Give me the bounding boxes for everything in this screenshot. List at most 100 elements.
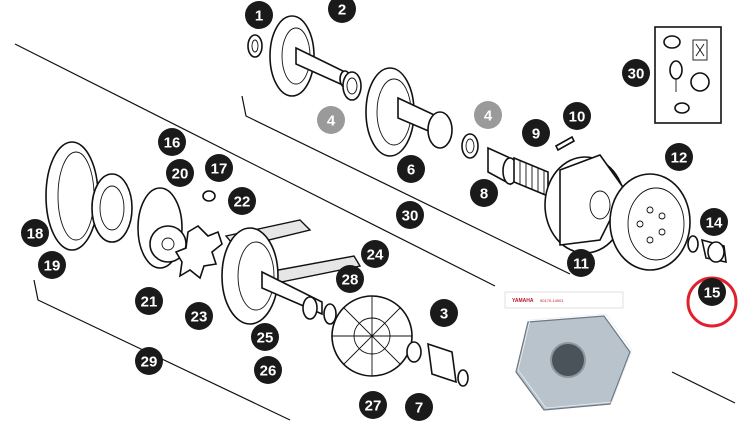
callout-3: 3 bbox=[430, 299, 458, 327]
callout-badge bbox=[474, 101, 502, 129]
front-pulley-assembly bbox=[247, 15, 727, 271]
callout-badge bbox=[38, 251, 66, 279]
callout-label: 23 bbox=[191, 309, 208, 326]
callout-badge bbox=[405, 393, 433, 421]
callout-23: 23 bbox=[185, 302, 213, 330]
callout-badge bbox=[251, 323, 279, 351]
callout-badge bbox=[205, 154, 233, 182]
callout-badge bbox=[245, 1, 273, 29]
callout-1: 1 bbox=[245, 1, 273, 29]
callout-label: 24 bbox=[367, 247, 384, 264]
callout-label: 12 bbox=[671, 150, 688, 167]
callout-badge bbox=[430, 299, 458, 327]
callout-label: 30 bbox=[402, 208, 419, 225]
callout-label: 28 bbox=[342, 272, 359, 289]
callout-label: 21 bbox=[141, 294, 158, 311]
callout-label: 16 bbox=[164, 135, 181, 152]
callout-label: 10 bbox=[569, 109, 586, 126]
callout-badge bbox=[397, 155, 425, 183]
callout-label: 29 bbox=[141, 354, 158, 371]
callout-badge bbox=[228, 187, 256, 215]
callout-19: 19 bbox=[38, 251, 66, 279]
callout-label: 6 bbox=[407, 162, 415, 179]
callout-30a: 30 bbox=[622, 59, 650, 87]
callout-label: 22 bbox=[234, 194, 251, 211]
callout-label: 11 bbox=[573, 256, 589, 273]
callout-8: 8 bbox=[470, 179, 498, 207]
callout-badge bbox=[622, 59, 650, 87]
callout-badge bbox=[185, 302, 213, 330]
callout-label: 19 bbox=[44, 258, 61, 275]
callout-label: 25 bbox=[257, 330, 274, 347]
callout-27: 27 bbox=[359, 391, 387, 419]
callout-15: 15 bbox=[698, 278, 726, 306]
callout-badge bbox=[317, 106, 345, 134]
callout-4a: 4 bbox=[317, 106, 345, 134]
callout-badge bbox=[135, 347, 163, 375]
photo-part-number: 90170-14001 bbox=[540, 298, 564, 303]
callout-7: 7 bbox=[405, 393, 433, 421]
callout-badge bbox=[254, 356, 282, 384]
callout-6: 6 bbox=[397, 155, 425, 183]
callout-label: 14 bbox=[706, 215, 723, 232]
callout-badge bbox=[665, 143, 693, 171]
callout-label: 2 bbox=[338, 2, 346, 19]
callout-11: 11 bbox=[567, 249, 595, 277]
callout-label: 15 bbox=[704, 285, 721, 302]
callout-9: 9 bbox=[522, 119, 550, 147]
callout-label: 4 bbox=[327, 113, 336, 130]
callout-16: 16 bbox=[158, 128, 186, 156]
callout-10: 10 bbox=[563, 102, 591, 130]
callout-29: 29 bbox=[135, 347, 163, 375]
callout-label: 26 bbox=[260, 363, 277, 380]
callout-label: 18 bbox=[27, 226, 44, 243]
callout-badge bbox=[135, 287, 163, 315]
callout-label: 7 bbox=[415, 400, 423, 417]
callout-2: 2 bbox=[328, 0, 356, 23]
callout-label: 27 bbox=[365, 398, 382, 415]
callout-label: 4 bbox=[484, 108, 493, 125]
callout-badge bbox=[698, 278, 726, 306]
callout-17: 17 bbox=[205, 154, 233, 182]
callout-badge bbox=[700, 208, 728, 236]
callout-24: 24 bbox=[361, 240, 389, 268]
callout-label: 8 bbox=[480, 186, 488, 203]
callout-12: 12 bbox=[665, 143, 693, 171]
callout-label: 1 bbox=[255, 8, 263, 25]
callout-21: 21 bbox=[135, 287, 163, 315]
rear-pulley-assembly bbox=[45, 141, 469, 387]
callout-badge bbox=[336, 265, 364, 293]
callout-label: 17 bbox=[211, 161, 228, 178]
callout-18: 18 bbox=[21, 219, 49, 247]
callout-label: 30 bbox=[628, 66, 645, 83]
callout-label: 9 bbox=[532, 126, 540, 143]
callout-22: 22 bbox=[228, 187, 256, 215]
callout-26: 26 bbox=[254, 356, 282, 384]
callout-badge bbox=[166, 159, 194, 187]
callout-badge bbox=[563, 102, 591, 130]
callout-badge bbox=[522, 119, 550, 147]
callout-4b: 4 bbox=[474, 101, 502, 129]
nut-hole bbox=[550, 342, 586, 378]
callout-badge bbox=[396, 201, 424, 229]
callout-25: 25 bbox=[251, 323, 279, 351]
callout-30b: 30 bbox=[396, 201, 424, 229]
nut-photo: YAMAHA 90170-14001 bbox=[504, 291, 633, 411]
section-dividers bbox=[14, 43, 736, 421]
callout-badge bbox=[470, 179, 498, 207]
callout-label: 20 bbox=[172, 166, 189, 183]
kit-box bbox=[654, 26, 722, 124]
callout-28: 28 bbox=[336, 265, 364, 293]
callout-badge bbox=[567, 249, 595, 277]
callout-badge bbox=[328, 0, 356, 23]
callout-14: 14 bbox=[700, 208, 728, 236]
callout-20: 20 bbox=[166, 159, 194, 187]
photo-brand-label: YAMAHA bbox=[512, 298, 534, 304]
callout-badge bbox=[361, 240, 389, 268]
callout-badge bbox=[21, 219, 49, 247]
callout-badge bbox=[158, 128, 186, 156]
callout-badge bbox=[359, 391, 387, 419]
callout-label: 3 bbox=[440, 306, 448, 323]
